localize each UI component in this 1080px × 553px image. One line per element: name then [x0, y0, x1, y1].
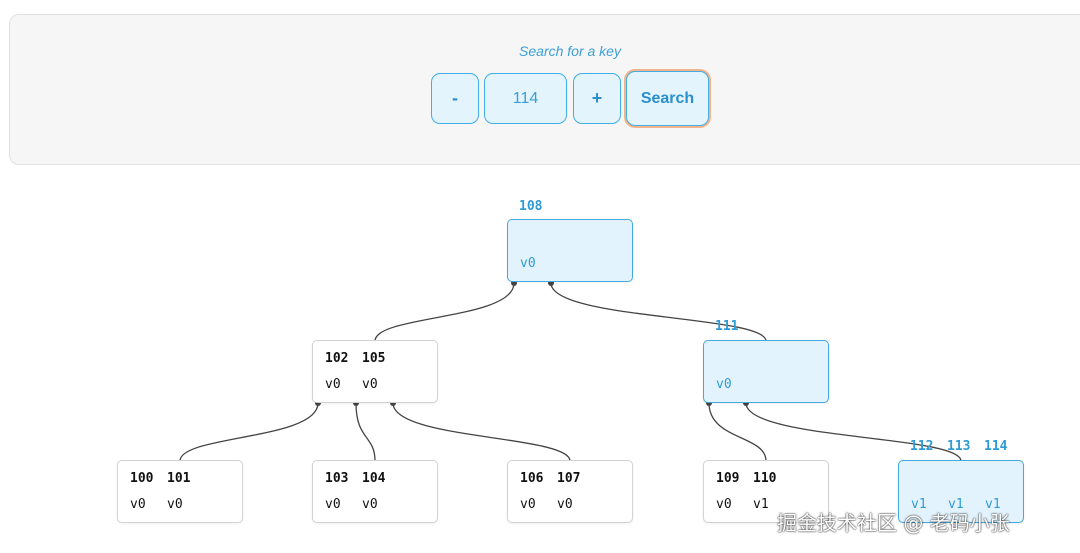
leaf-node-4[interactable]: 109 110 v0 v1 [703, 460, 829, 523]
node-values: v0 v0 [325, 377, 399, 392]
node-value: v0 [716, 377, 732, 392]
edge-left-to-leaf-2 [355, 402, 376, 462]
internal-node-right[interactable]: v0 [703, 340, 829, 403]
node-key: 106 [520, 471, 544, 486]
node-values: v0 [520, 256, 557, 271]
node-value: v1 [985, 497, 1001, 512]
node-keys: 106 107 [520, 471, 594, 486]
leaf-node-3[interactable]: 106 107 v0 v0 [507, 460, 633, 523]
node-key: 108 [519, 199, 543, 214]
node-values: v0 v0 [130, 497, 204, 512]
node-values: v0 [716, 377, 753, 392]
node-value: v0 [325, 497, 341, 512]
search-caption: Search for a key [519, 43, 621, 59]
edge-root-to-left [374, 282, 515, 342]
root-node[interactable]: v0 [507, 219, 633, 282]
root-node-keys: 108 [519, 199, 556, 214]
node-keys: 109 110 [716, 471, 790, 486]
node-value: v0 [362, 377, 378, 392]
node-key: 101 [167, 471, 191, 486]
node-value: v0 [362, 497, 378, 512]
internal-node-right-keys: 111 [715, 319, 752, 334]
node-value: v0 [557, 497, 573, 512]
edge-left-to-leaf-3 [392, 402, 571, 462]
node-key: 105 [362, 351, 386, 366]
search-button[interactable]: Search [626, 71, 709, 126]
node-values: v0 v1 [716, 497, 790, 512]
internal-node-left[interactable]: 102 105 v0 v0 [312, 340, 438, 403]
increment-button[interactable]: + [573, 73, 621, 124]
node-value: v1 [948, 497, 964, 512]
leaf-node-5-keys: 112 113 114 [910, 439, 1021, 454]
node-key: 103 [325, 471, 349, 486]
node-key: 102 [325, 351, 349, 366]
node-key: 114 [984, 439, 1008, 454]
node-key: 109 [716, 471, 740, 486]
watermark: 掘金技术社区 @ 老码小张 [777, 511, 1010, 535]
edge-left-to-leaf-1 [179, 402, 319, 462]
edge-right-to-leaf-4 [708, 402, 767, 462]
leaf-node-5[interactable]: v1 v1 v1 [898, 460, 1024, 523]
node-values: v1 v1 v1 [911, 497, 1022, 512]
node-keys: 100 101 [130, 471, 204, 486]
node-value: v0 [716, 497, 732, 512]
node-key: 110 [753, 471, 777, 486]
node-value: v1 [911, 497, 927, 512]
node-key: 112 [910, 439, 934, 454]
key-input[interactable]: 114 [484, 73, 567, 124]
node-value: v0 [520, 497, 536, 512]
edge-root-to-right [550, 282, 767, 342]
node-value: v0 [167, 497, 183, 512]
leaf-node-1[interactable]: 100 101 v0 v0 [117, 460, 243, 523]
node-key: 111 [715, 319, 739, 334]
decrement-button[interactable]: - [431, 73, 479, 124]
node-values: v0 v0 [520, 497, 594, 512]
node-value: v0 [325, 377, 341, 392]
node-value: v1 [753, 497, 769, 512]
leaf-node-2[interactable]: 103 104 v0 v0 [312, 460, 438, 523]
node-value: v0 [520, 256, 536, 271]
node-values: v0 v0 [325, 497, 399, 512]
node-key: 113 [947, 439, 971, 454]
node-key: 100 [130, 471, 154, 486]
node-value: v0 [130, 497, 146, 512]
node-keys: 102 105 [325, 351, 399, 366]
node-key: 107 [557, 471, 581, 486]
node-key: 104 [362, 471, 386, 486]
edge-right-to-leaf-5 [745, 402, 962, 462]
node-keys: 103 104 [325, 471, 399, 486]
